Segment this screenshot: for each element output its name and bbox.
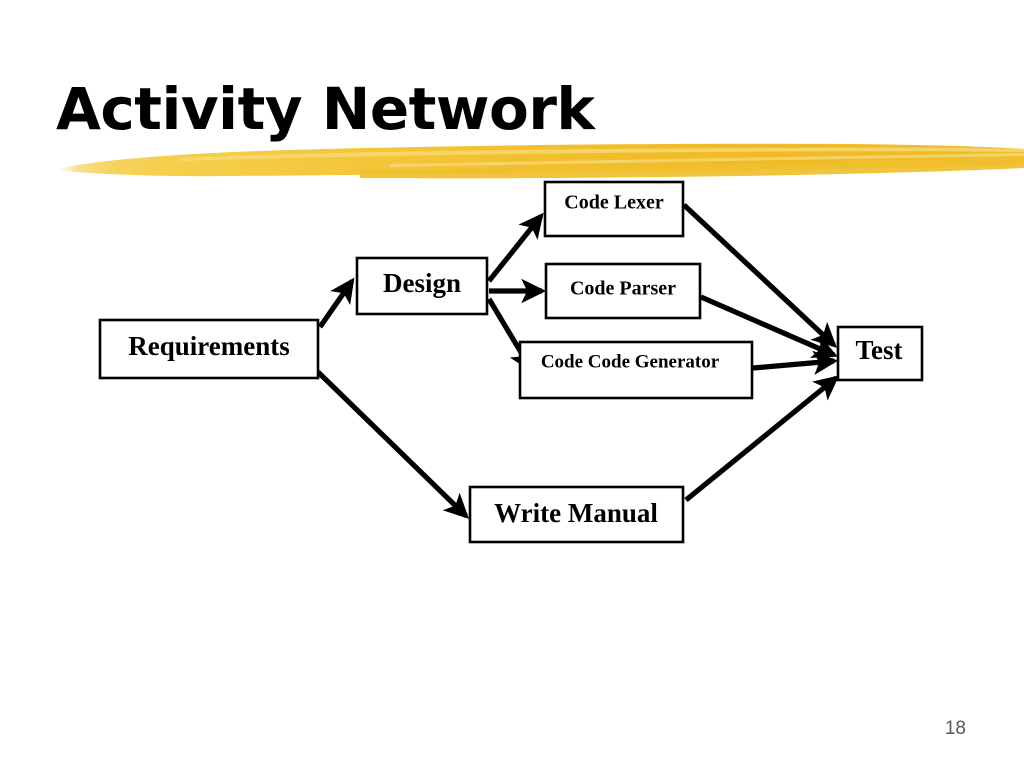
node-write-manual-label: Write Manual: [494, 498, 658, 528]
node-write-manual-box: [468, 485, 685, 544]
node-test-label: Test: [855, 335, 902, 365]
edge-requirements-to-write-manual: [316, 370, 469, 519]
edge-write-manual-to-test: [684, 375, 840, 503]
edge-code-lexer-to-test: [682, 203, 838, 348]
node-requirements-box: [98, 318, 320, 380]
node-requirements-label: Requirements: [128, 331, 290, 361]
node-test-box: [836, 325, 924, 382]
node-code-generator[interactable]: Code Code Generator: [518, 340, 754, 400]
node-code-lexer[interactable]: Code Lexer: [543, 180, 685, 238]
page-title: Activity Network: [56, 75, 595, 143]
edge-design-to-code-lexer: [486, 212, 544, 283]
node-test[interactable]: Test: [836, 325, 924, 382]
node-design-box: [355, 256, 489, 316]
edge-code-parser-to-test: [699, 294, 838, 358]
diagram-edges: [316, 203, 840, 519]
node-code-parser-label: Code Parser: [570, 278, 676, 300]
node-design[interactable]: Design: [355, 256, 489, 316]
node-code-generator-box: [518, 340, 754, 400]
node-code-parser-box: [544, 262, 702, 320]
node-code-lexer-box: [543, 180, 685, 238]
node-design-label: Design: [383, 268, 461, 298]
page-number: 18: [944, 718, 966, 739]
node-requirements[interactable]: Requirements: [98, 318, 320, 380]
node-code-lexer-label: Code Lexer: [564, 192, 664, 214]
edge-code-generator-to-test: [752, 350, 839, 375]
edge-requirements-to-design: [317, 277, 355, 329]
node-code-parser[interactable]: Code Parser: [544, 262, 702, 320]
diagram-nodes: Requirements Design Code Lexer Code Pars…: [98, 180, 924, 544]
node-code-generator-label: Code Code Generator: [541, 351, 720, 372]
node-write-manual[interactable]: Write Manual: [468, 485, 685, 544]
